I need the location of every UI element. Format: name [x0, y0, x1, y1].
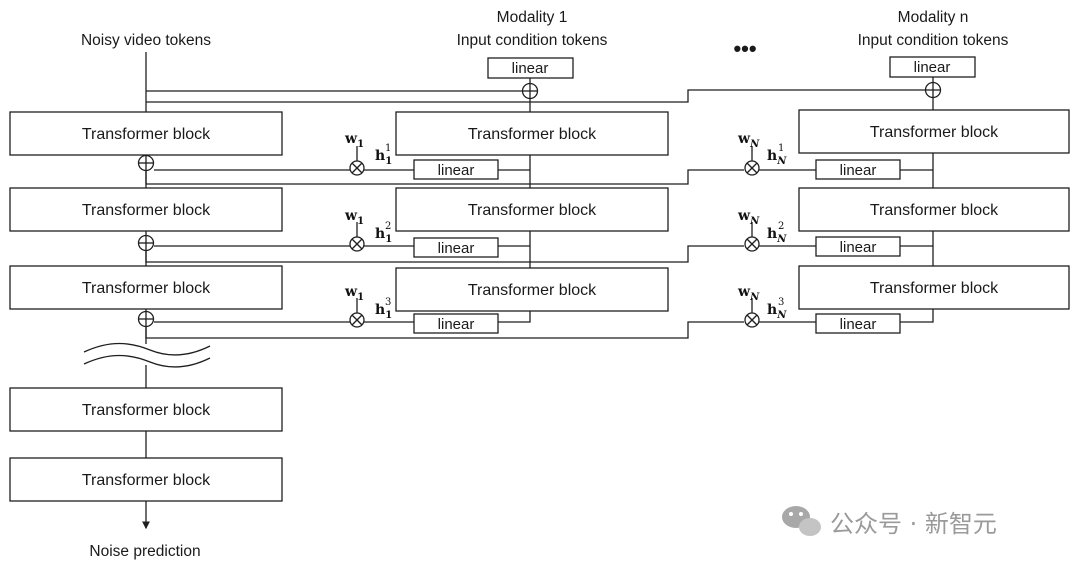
svg-text:hN: hN [767, 148, 787, 167]
input-label-noisy-video: Noisy video tokens [81, 32, 211, 49]
add-node-icon [137, 234, 155, 252]
svg-text:hN: hN [767, 302, 787, 321]
svg-text:2: 2 [385, 221, 391, 232]
block-label: Transformer block [82, 280, 211, 297]
multiply-node-icon [349, 236, 365, 252]
svg-text:2: 2 [778, 221, 784, 232]
svg-text:3: 3 [778, 297, 784, 308]
block-label: Transformer block [870, 202, 999, 219]
modality-1-branch-linear-3: linear [413, 313, 499, 334]
hidden-label-h1-row1: h1 1 [375, 143, 392, 167]
svg-text:wN: wN [737, 208, 760, 227]
more-modalities-ellipsis: ••• [733, 36, 756, 61]
linear-label: linear [840, 239, 877, 256]
weight-label-wN-row2: wN [737, 208, 760, 227]
svg-text:1: 1 [778, 143, 784, 154]
svg-text:hN: hN [767, 226, 787, 245]
svg-text:w1: w1 [344, 284, 364, 303]
watermark-text: 公众号 · 新智元 [830, 510, 997, 538]
block-label: Transformer block [82, 126, 211, 143]
modality-1-transformer-block-3: Transformer block [395, 267, 669, 312]
block-label: Transformer block [468, 126, 597, 143]
modality-1-transformer-block-1: Transformer block [395, 111, 669, 156]
output-label-noise-prediction: Noise prediction [89, 543, 200, 560]
left-transformer-block-5: Transformer block [9, 457, 283, 502]
svg-text:wN: wN [737, 284, 760, 303]
hidden-label-h1-row2: h1 2 [375, 221, 392, 245]
svg-text:wN: wN [737, 131, 760, 150]
modality-1-title: Modality 1 [497, 9, 568, 26]
add-node-icon [521, 82, 539, 100]
block-label: Transformer block [82, 202, 211, 219]
modality-n-transformer-block-1: Transformer block [798, 109, 1070, 154]
hidden-label-hN-row3: hN 3 [767, 297, 787, 321]
block-label: Transformer block [468, 202, 597, 219]
linear-label: linear [840, 162, 877, 179]
modality-1-transformer-block-2: Transformer block [395, 187, 669, 232]
linear-label: linear [438, 240, 475, 257]
left-transformer-block-4: Transformer block [9, 387, 283, 432]
weight-label-w1-row2: w1 [344, 208, 364, 227]
svg-text:h1: h1 [375, 302, 392, 321]
svg-text:h1: h1 [375, 148, 392, 167]
block-label: Transformer block [870, 124, 999, 141]
modality-n-branch-linear-2: linear [815, 236, 901, 257]
modality-1-input-linear: linear [487, 57, 574, 79]
svg-text:1: 1 [385, 143, 391, 154]
modality-n-branch-linear-3: linear [815, 313, 901, 334]
block-label: Transformer block [82, 402, 211, 419]
modality-1-branch-linear-2: linear [413, 237, 499, 258]
modality-n-transformer-block-2: Transformer block [798, 187, 1070, 232]
add-node-icon [137, 154, 155, 172]
svg-text:w1: w1 [344, 208, 364, 227]
left-transformer-block-2: Transformer block [9, 187, 283, 232]
weight-label-w1-row1: w1 [344, 131, 364, 150]
hidden-label-hN-row2: hN 2 [767, 221, 787, 245]
add-node-icon [137, 310, 155, 328]
svg-text:h1: h1 [375, 226, 392, 245]
multiply-node-icon [744, 160, 760, 176]
modality-1-subtitle: Input condition tokens [457, 32, 608, 49]
multiply-node-icon [349, 160, 365, 176]
block-label: Transformer block [870, 280, 999, 297]
weight-label-wN-row3: wN [737, 284, 760, 303]
weight-label-wN-row1: wN [737, 131, 760, 150]
connection-lines [83, 52, 934, 530]
svg-text:w1: w1 [344, 131, 364, 150]
add-node-icon [924, 81, 942, 99]
multiply-node-icon [744, 312, 760, 328]
modality-n-input-linear: linear [889, 56, 976, 78]
left-transformer-block-1: Transformer block [9, 111, 283, 156]
weight-label-w1-row3: w1 [344, 284, 364, 303]
modality-n-branch-linear-1: linear [815, 159, 901, 180]
linear-label: linear [840, 316, 877, 333]
multiply-node-icon [349, 312, 365, 328]
block-label: Transformer block [468, 282, 597, 299]
linear-label: linear [438, 162, 475, 179]
hidden-label-hN-row1: hN 1 [767, 143, 787, 167]
hidden-label-h1-row3: h1 3 [375, 297, 392, 321]
modality-n-title: Modality n [898, 9, 969, 26]
linear-label: linear [914, 59, 951, 76]
wechat-icon [782, 506, 821, 536]
linear-label: linear [512, 60, 549, 77]
modality-1-branch-linear-1: linear [413, 159, 499, 180]
multiply-node-icon [744, 236, 760, 252]
block-label: Transformer block [82, 472, 211, 489]
modality-n-subtitle: Input condition tokens [858, 32, 1009, 49]
modality-n-transformer-block-3: Transformer block [798, 265, 1070, 310]
svg-text:3: 3 [385, 297, 391, 308]
linear-label: linear [438, 316, 475, 333]
left-transformer-block-3: Transformer block [9, 265, 283, 310]
